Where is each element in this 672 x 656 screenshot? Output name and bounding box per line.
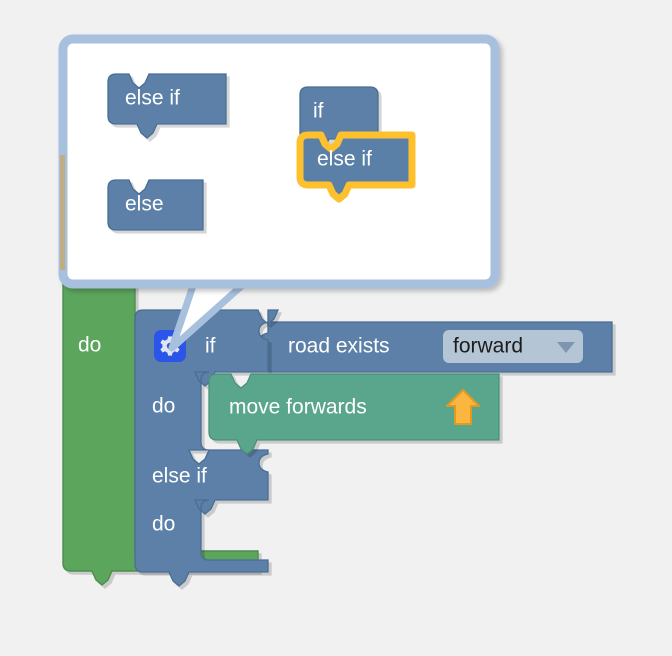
road-exists-block[interactable]: road exists forward — [258, 321, 613, 373]
mutator-flyout[interactable]: else if else — [107, 73, 227, 231]
loop-do-label: do — [78, 334, 101, 357]
flyout-block-else-shape[interactable] — [107, 179, 204, 231]
direction-dropdown-value: forward — [453, 335, 523, 358]
main-workspace-group[interactable]: do road exists forward if do else if d — [62, 231, 613, 587]
elseif-row-label: else if — [152, 465, 207, 488]
move-forwards-label: move forwards — [229, 396, 367, 419]
flyout-block-else-label: else — [125, 193, 164, 216]
elseif-do-row-label: do — [152, 513, 175, 536]
arrow-up-icon — [446, 389, 480, 425]
if-else-if-shape[interactable] — [134, 309, 280, 587]
mini-block-else-if-label: else if — [317, 148, 372, 171]
direction-dropdown-bg[interactable] — [443, 330, 583, 363]
mutator-bubble-inner — [72, 48, 486, 275]
direction-dropdown[interactable]: forward — [443, 330, 583, 363]
flyout-block-else-if[interactable]: else if — [107, 73, 227, 139]
mini-block-if-label: if — [313, 100, 324, 123]
if-do-row-label: do — [152, 395, 175, 418]
if-row-label: if — [205, 335, 216, 358]
flyout-block-else[interactable]: else — [107, 179, 204, 231]
mutator-mini-workspace[interactable]: if else if — [296, 86, 416, 203]
flyout-block-else-if-shape[interactable] — [107, 73, 227, 139]
move-forwards-block[interactable]: move forwards — [208, 373, 500, 455]
mutator-dialog[interactable]: else if else if else if — [58, 34, 500, 352]
if-else-if-block[interactable]: if do else if do — [134, 309, 280, 587]
road-exists-label: road exists — [288, 335, 390, 358]
mutator-flyout-edge — [60, 155, 65, 270]
move-forwards-shape[interactable] — [208, 373, 500, 455]
mini-block-else-if-shape[interactable] — [296, 131, 416, 203]
flyout-block-else-if-label: else if — [125, 87, 180, 110]
mini-block-else-if[interactable]: else if — [296, 131, 416, 203]
chevron-down-icon[interactable] — [557, 342, 575, 353]
